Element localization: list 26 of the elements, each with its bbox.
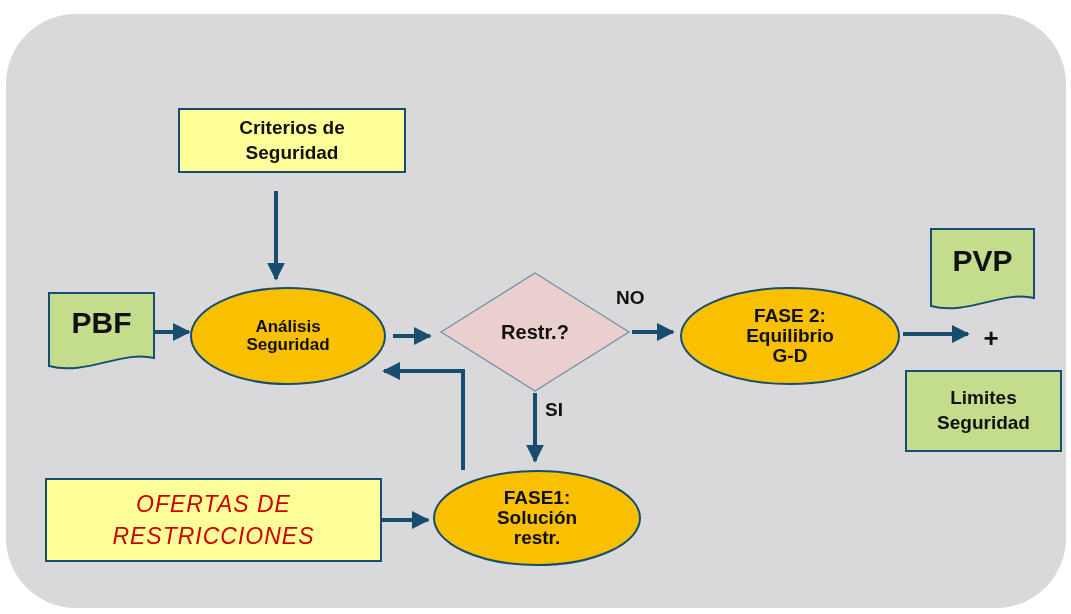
arrow xyxy=(393,327,432,345)
plus-sign: + xyxy=(983,325,999,353)
arrow xyxy=(632,323,675,341)
process-box xyxy=(178,108,406,173)
node-label: Análisis Seguridad xyxy=(245,318,331,354)
node-label: FASE 2: Equilibrio G-D xyxy=(745,306,835,366)
arrow xyxy=(382,362,465,470)
process-ellipse xyxy=(433,470,641,566)
node-label: Criterios de Seguridad xyxy=(238,115,346,165)
process-box xyxy=(45,478,382,562)
document-shape xyxy=(48,292,155,372)
document-shape xyxy=(930,228,1035,312)
process-ellipse xyxy=(190,287,386,385)
node-label: PBF xyxy=(71,307,132,339)
node-label: Limites Seguridad xyxy=(936,386,1031,435)
arrow xyxy=(382,511,430,529)
arrow xyxy=(526,393,544,463)
arrow xyxy=(903,325,970,343)
arrow xyxy=(267,191,285,281)
node-label: PVP xyxy=(952,245,1013,277)
arrow xyxy=(155,323,191,341)
process-box xyxy=(905,370,1062,452)
process-ellipse xyxy=(680,287,900,385)
node-label: Restr.? xyxy=(501,321,569,343)
node-label: FASE1: Solución restr. xyxy=(495,488,579,548)
node-label: OFERTAS DE RESTRICCIONES xyxy=(111,489,316,551)
